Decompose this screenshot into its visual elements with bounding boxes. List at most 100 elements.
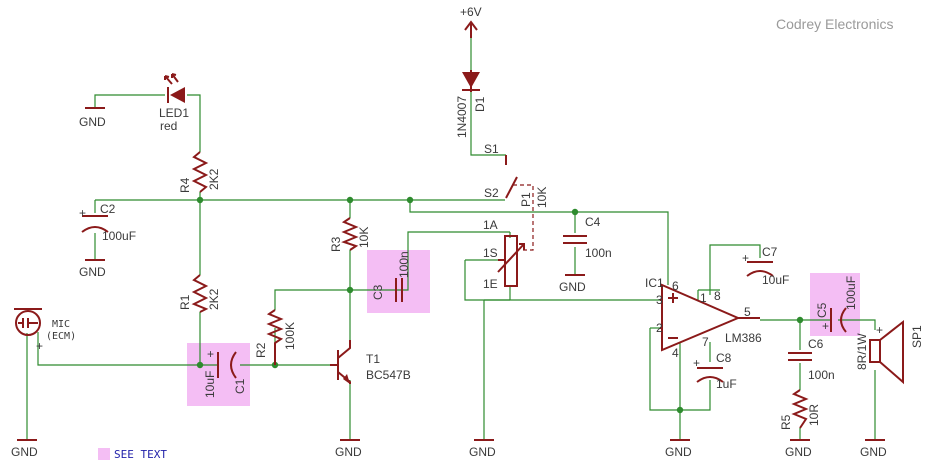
power-symbol (464, 20, 478, 38)
polarity-plus: + (693, 356, 700, 370)
c6-ref: C6 (808, 337, 824, 351)
t1-value: BC547B (366, 368, 411, 382)
c8-value: 1uF (716, 377, 737, 391)
opamp-ic1 (660, 283, 760, 352)
ground-symbols (17, 107, 885, 441)
pot-pin-a: 1A (483, 218, 498, 232)
polarity-plus: + (36, 339, 43, 353)
sp1-value: 8R/1W (855, 333, 869, 370)
resistor-r1 (191, 274, 209, 313)
capacitor-c3 (395, 278, 403, 302)
brand-label: Codrey Electronics (776, 16, 894, 32)
speaker-sp1 (869, 319, 904, 385)
mic-label: MIC (52, 319, 70, 330)
r1-ref: R1 (178, 294, 192, 310)
resistor-r2 (266, 309, 284, 365)
pot-pin-s: 1S (483, 246, 498, 260)
t1-ref: T1 (366, 352, 380, 366)
ic-pin-8: 8 (714, 289, 721, 303)
ic-pin-1: 1 (700, 291, 707, 305)
sp1-ref: SP1 (910, 325, 924, 348)
capacitor-c4 (563, 235, 587, 244)
r4-value: 2K2 (207, 168, 221, 190)
d1-value: 1N4007 (455, 96, 469, 138)
c7-ref: C7 (762, 245, 778, 259)
gnd-label: GND (785, 445, 812, 459)
mic-type: (ECM) (46, 331, 76, 342)
ic-pin-4: 4 (672, 346, 679, 360)
gnd-label: GND (469, 445, 496, 459)
s1-label: S1 (484, 142, 499, 156)
r3-value: 10K (357, 227, 371, 248)
junctions (196, 196, 804, 414)
r1-value: 2K2 (207, 288, 221, 310)
p1-ref: P1 (519, 192, 533, 207)
ic-pin-6: 6 (672, 279, 679, 293)
resistor-r5 (791, 389, 809, 429)
c3-value: 100n (397, 251, 411, 278)
capacitor-c5 (830, 307, 847, 333)
polarity-plus: + (207, 347, 214, 361)
legend-swatch (98, 448, 110, 460)
ic-pin-7: 7 (702, 335, 709, 349)
ic-pin-3: 3 (656, 293, 663, 307)
resistor-r4 (191, 151, 209, 193)
gnd-label: GND (335, 445, 362, 459)
ic-pin-5: 5 (744, 305, 751, 319)
r3-ref: R3 (329, 236, 343, 252)
ic1-ref: IC1 (645, 276, 664, 290)
c2-ref: C2 (100, 202, 116, 216)
polarity-plus: + (742, 251, 749, 265)
capacitor-c1 (217, 351, 237, 379)
pot-pin-e: 1E (483, 277, 498, 291)
c8-ref: C8 (716, 351, 732, 365)
gnd-label: GND (860, 445, 887, 459)
diode-d1 (462, 70, 480, 92)
switch-s1-s2 (505, 155, 534, 251)
c1-value: 10uF (203, 371, 217, 398)
ic1-value: LM386 (725, 331, 762, 345)
capacitor-c7 (746, 261, 774, 277)
c4-value: 100n (585, 246, 612, 260)
r5-ref: R5 (779, 414, 793, 430)
d1-ref: D1 (473, 96, 487, 112)
gnd-label: GND (79, 265, 106, 279)
ic-pin-2: 2 (656, 321, 663, 335)
led1 (164, 73, 185, 103)
potentiometer-p1 (497, 235, 525, 287)
capacitor-c8 (696, 367, 724, 383)
r2-value: 100K (283, 322, 297, 350)
gnd-label: GND (559, 280, 586, 294)
microphone (14, 308, 42, 336)
polarity-plus: + (876, 323, 883, 337)
gnd-label: GND (11, 445, 38, 459)
c3-ref: C3 (371, 284, 385, 300)
c1-ref: C1 (233, 378, 247, 394)
gnd-label: GND (665, 445, 692, 459)
capacitor-c2 (81, 215, 109, 233)
wires (26, 30, 876, 440)
gnd-label: GND (79, 115, 106, 129)
resistor-r3 (341, 217, 359, 251)
r5-value: 10R (807, 404, 821, 426)
r4-ref: R4 (178, 177, 192, 193)
highlight-c3 (367, 250, 430, 313)
polarity-plus: + (822, 319, 829, 333)
led1-color: red (160, 119, 177, 133)
c5-value: 100uF (844, 276, 858, 310)
c7-value: 10uF (762, 273, 789, 287)
transistor-t1 (330, 340, 351, 384)
capacitor-c6 (788, 352, 812, 361)
led1-ref: LED1 (159, 106, 189, 120)
legend-see-text: SEE TEXT (114, 448, 167, 461)
highlight-c5 (810, 273, 860, 336)
s2-label: S2 (484, 186, 499, 200)
c6-value: 100n (808, 368, 835, 382)
c2-value: 100uF (102, 229, 136, 243)
r2-ref: R2 (254, 342, 268, 358)
polarity-plus: + (79, 206, 86, 220)
c4-ref: C4 (585, 215, 601, 229)
c5-ref: C5 (815, 302, 829, 318)
power-label: +6V (460, 5, 482, 19)
